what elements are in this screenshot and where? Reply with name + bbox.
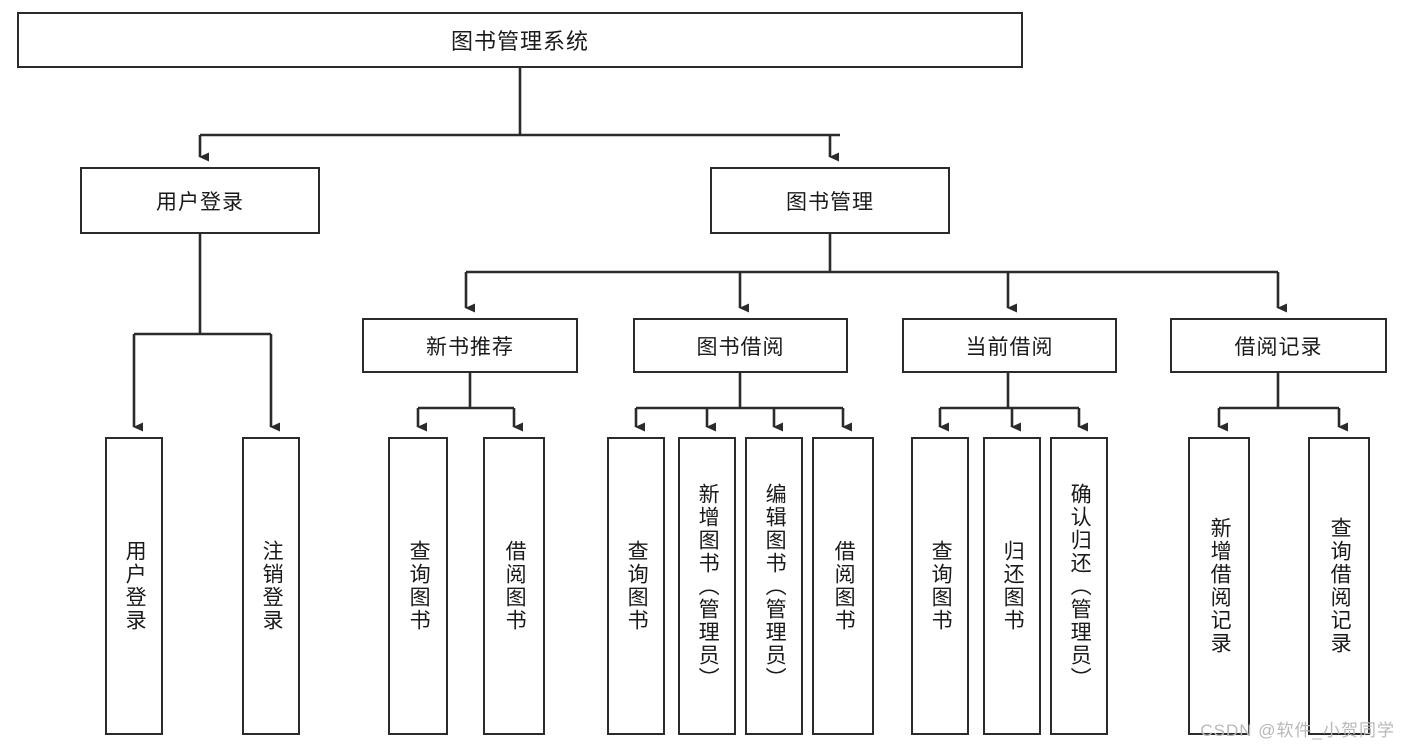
leaf-borrow-book-recommend[interactable]: 借阅图书 [483,437,545,735]
leaf-return-book[interactable]: 归还图书 [983,437,1041,735]
node-user-login[interactable]: 用户登录 [80,167,320,234]
watermark: CSDN @软件_小贺同学 [1200,721,1395,740]
node-new-book-recommend[interactable]: 新书推荐 [362,318,578,373]
leaf-query-book-recommend[interactable]: 查询图书 [388,437,448,735]
leaf-query-borrow-record[interactable]: 查询借阅记录 [1308,437,1370,735]
leaf-user-logout[interactable]: 注销登录 [242,437,300,735]
leaf-query-book-borrow[interactable]: 查询图书 [607,437,665,735]
leaf-add-book-admin[interactable]: 新增图书（管理员） [678,437,736,735]
node-book-borrow[interactable]: 图书借阅 [633,318,848,373]
leaf-edit-book-admin[interactable]: 编辑图书（管理员） [745,437,803,735]
node-root[interactable]: 图书管理系统 [17,12,1023,68]
node-current-borrow[interactable]: 当前借阅 [902,318,1117,373]
node-borrow-record[interactable]: 借阅记录 [1170,318,1387,373]
leaf-user-login[interactable]: 用户登录 [105,437,163,735]
leaf-borrow-book[interactable]: 借阅图书 [812,437,874,735]
leaf-confirm-return-admin[interactable]: 确认归还（管理员） [1050,437,1108,735]
node-book-management[interactable]: 图书管理 [710,167,950,234]
leaf-add-borrow-record[interactable]: 新增借阅记录 [1188,437,1250,735]
leaf-query-book-current[interactable]: 查询图书 [911,437,969,735]
